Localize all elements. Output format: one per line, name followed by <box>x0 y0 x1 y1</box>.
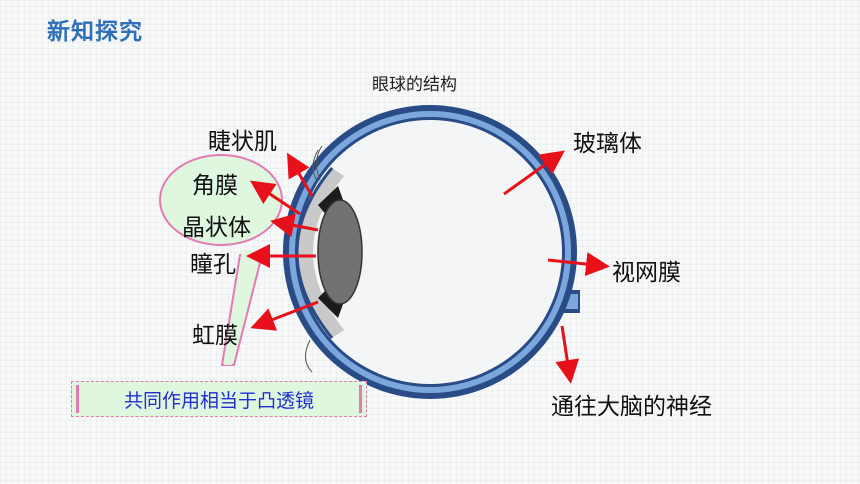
arrow-iris <box>250 300 319 331</box>
label-cornea: 角膜 <box>192 173 238 199</box>
arrow-optic-nerve <box>555 325 580 384</box>
label-iris: 虹膜 <box>192 323 238 349</box>
label-optic-nerve: 通往大脑的神经 <box>551 394 712 420</box>
label-vitreous-body: 玻璃体 <box>573 131 642 157</box>
summary-box: 共同作用相当于凸透镜 <box>71 381 367 417</box>
summary-right-bar <box>359 385 362 413</box>
summary-text: 共同作用相当于凸透镜 <box>123 389 314 412</box>
label-retina: 视网膜 <box>612 260 681 286</box>
summary-left-bar <box>76 385 79 413</box>
label-pupil: 瞳孔 <box>190 252 236 278</box>
arrow-ciliary-body <box>286 152 314 197</box>
label-lens: 晶状体 <box>182 215 251 241</box>
label-ciliary-body: 睫状肌 <box>208 129 277 155</box>
section-title: 新知探究 <box>47 19 143 45</box>
ciliary-fibers <box>305 145 323 373</box>
arrow-lens <box>270 213 319 238</box>
arrow-cornea <box>250 180 301 216</box>
pointer-arrows <box>246 150 610 384</box>
cornea-shape <box>297 168 344 338</box>
lens-shape <box>317 199 363 305</box>
arrow-vitreous-body <box>503 150 565 196</box>
callout-bubble <box>159 154 283 366</box>
eyeball <box>283 105 577 399</box>
arrow-retina <box>547 252 610 277</box>
diagram-caption: 眼球的结构 <box>372 75 457 95</box>
